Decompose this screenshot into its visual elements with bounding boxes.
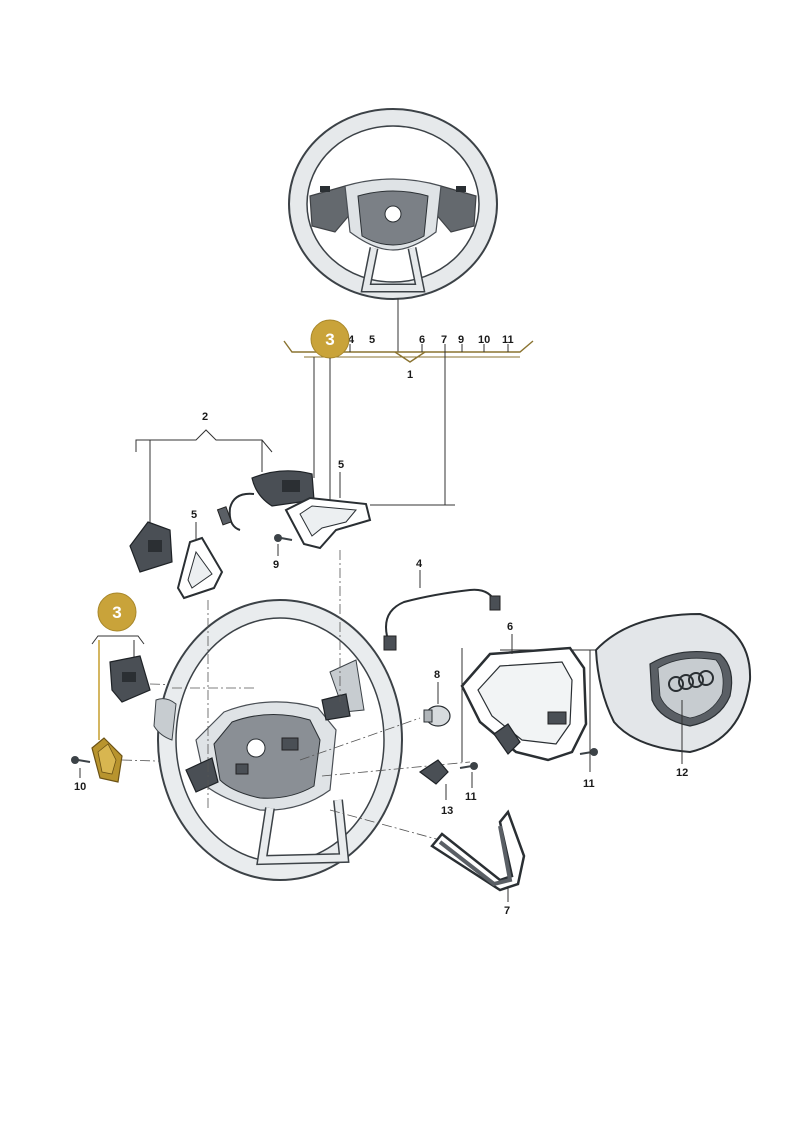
screw-11-right[interactable] xyxy=(579,748,598,756)
callout-8: 8 xyxy=(434,669,440,681)
callout-9: 9 xyxy=(273,559,279,571)
callout-5-left: 5 xyxy=(191,509,197,521)
paddle-switch-3[interactable] xyxy=(91,737,123,783)
badge-label-top: 3 xyxy=(325,330,334,349)
multifunction-switch-right[interactable] xyxy=(216,470,315,531)
callout-10-top: 10 xyxy=(478,334,490,346)
badge-label-left: 3 xyxy=(112,603,121,622)
steering-wheel[interactable] xyxy=(153,599,403,881)
screw-9[interactable] xyxy=(274,534,293,542)
trim-frame-left[interactable] xyxy=(176,536,224,600)
screw-10[interactable] xyxy=(71,756,91,764)
callout-4: 4 xyxy=(416,558,423,570)
callout-7-top: 7 xyxy=(441,334,447,346)
wiring-harness-4[interactable] xyxy=(383,588,501,651)
callout-5-top: 5 xyxy=(369,334,375,346)
lower-spoke-trim-7[interactable] xyxy=(430,809,526,892)
callout-13: 13 xyxy=(441,805,453,817)
multifunction-switch-left[interactable] xyxy=(129,521,173,573)
assembled-steering-wheel xyxy=(288,108,498,300)
item-2-bracket: 2 xyxy=(135,411,273,528)
callout-7: 7 xyxy=(504,905,510,917)
bolt-8[interactable] xyxy=(423,705,451,727)
four-rings-logo-icon xyxy=(668,670,714,692)
callout-4-top: 4 xyxy=(348,334,355,346)
connector-13[interactable] xyxy=(418,759,449,785)
callout-10: 10 xyxy=(74,781,86,793)
callout-1: 1 xyxy=(407,369,413,381)
highlight-badge-top[interactable]: 3 xyxy=(310,319,350,359)
callout-11-left: 11 xyxy=(465,791,477,803)
airbag-module-12[interactable] xyxy=(594,612,752,754)
callout-9-top: 9 xyxy=(458,334,464,346)
trim-frame-right[interactable] xyxy=(284,496,372,550)
callout-11-top: 11 xyxy=(502,334,514,346)
screw-11-left[interactable] xyxy=(459,762,478,770)
control-button-3[interactable] xyxy=(109,655,151,703)
highlight-badge-left[interactable]: 3 xyxy=(97,592,137,632)
top-callout-bar: 4 5 6 7 9 10 11 1 xyxy=(283,334,534,381)
callout-11-right: 11 xyxy=(583,778,595,790)
callout-5-right: 5 xyxy=(338,459,344,471)
callout-12: 12 xyxy=(676,767,688,779)
callout-2: 2 xyxy=(202,411,208,423)
callout-6: 6 xyxy=(507,621,513,633)
airbag-housing-frame-6[interactable] xyxy=(460,646,588,762)
callout-6-top: 6 xyxy=(419,334,425,346)
